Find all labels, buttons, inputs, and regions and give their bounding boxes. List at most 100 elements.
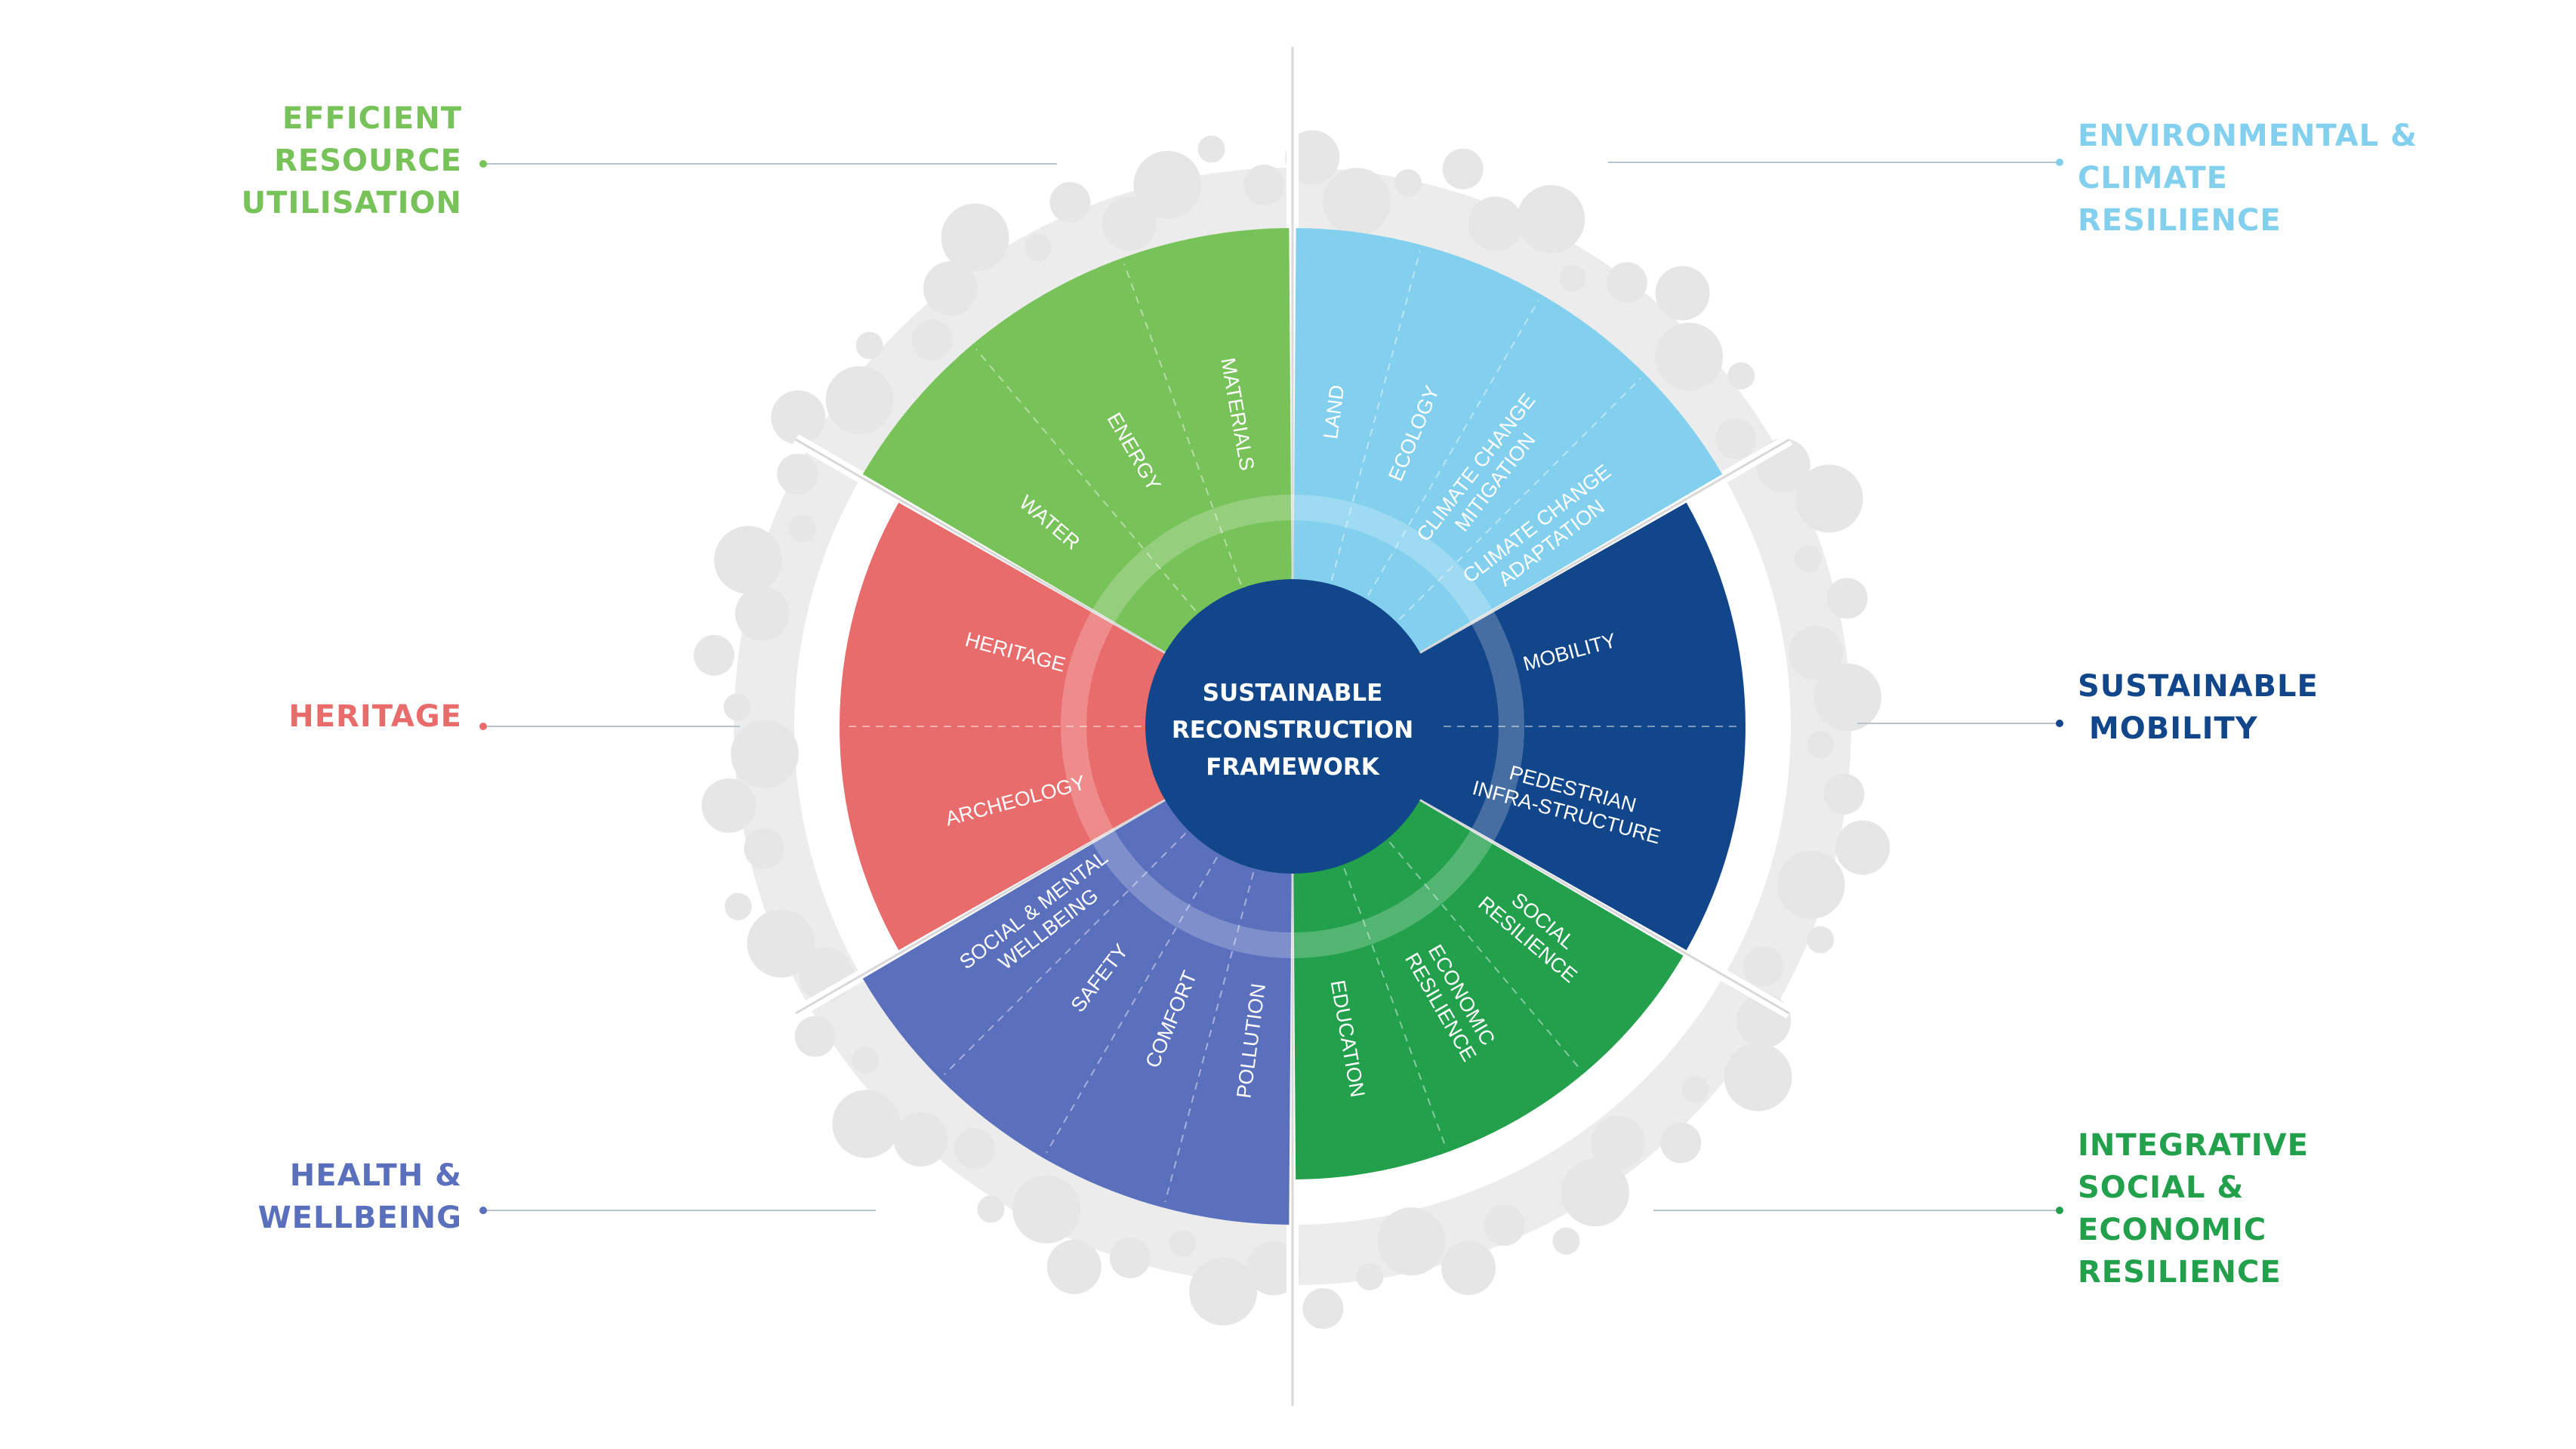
silhouette-icon [1046, 1239, 1102, 1294]
silhouette-icon [893, 1111, 948, 1167]
silhouette-icon [1823, 773, 1865, 815]
silhouette-icon [1377, 1207, 1446, 1276]
sectors [840, 228, 1746, 1225]
silhouette-icon [1590, 1115, 1645, 1170]
sector-mobility [1417, 502, 1746, 951]
silhouette-icon [735, 586, 790, 641]
silhouette-icon [941, 203, 1009, 272]
category-label-health: HEALTH & WELLBEING [258, 1158, 462, 1235]
category-label-line: UTILISATION [242, 186, 462, 220]
sector-efficient [862, 228, 1292, 654]
silhouette-icon [1517, 185, 1585, 254]
silhouette-icon [1561, 1158, 1629, 1227]
inner-ring [1061, 495, 1524, 958]
sector-health [862, 799, 1292, 1225]
silhouette-icon [1356, 1262, 1384, 1290]
category-label-line: MOBILITY [2078, 711, 2258, 746]
silhouette-icon [1807, 926, 1835, 954]
sector-divider-shadow [795, 797, 1169, 1015]
silhouette-icon [1727, 362, 1755, 390]
segment-divider [975, 348, 1197, 612]
silhouette-icon [723, 693, 751, 721]
silhouette-icon [1012, 1175, 1081, 1244]
segment-divider [1046, 856, 1218, 1154]
category-label-line: EFFICIENT [282, 101, 462, 136]
silhouette-icon [747, 909, 815, 978]
sector-divider-shadow [1416, 438, 1790, 656]
category-label-line: HEALTH & [290, 1158, 462, 1193]
silhouette-icon [1660, 1122, 1702, 1164]
category-label-line: CLIMATE [2078, 161, 2228, 196]
silhouette-icon [1109, 1237, 1151, 1278]
silhouette-icon [701, 778, 756, 833]
silhouette-icon [1742, 945, 1784, 987]
silhouette-icon [771, 390, 826, 445]
sector-environment [1293, 228, 1723, 654]
sector-divider-shadow [795, 438, 1169, 656]
silhouette-icon [1169, 1229, 1197, 1257]
silhouette-icon [794, 1016, 836, 1057]
silhouette-icon [1024, 234, 1052, 262]
silhouette-icon [1715, 418, 1757, 459]
silhouette-icon [1813, 663, 1881, 732]
silhouette-icon [1681, 1075, 1709, 1103]
silhouette-icon [1049, 181, 1091, 223]
silhouette-icon [977, 1195, 1005, 1223]
category-label-environment: ENVIRONMENTAL & CLIMATE RESILIENCE [2078, 119, 2417, 238]
silhouette-icon [1558, 264, 1586, 292]
silhouette-icon [1197, 135, 1225, 163]
silhouette-icon [693, 634, 735, 676]
silhouette-icons [693, 130, 1890, 1329]
silhouette-icon [1442, 148, 1484, 190]
segment-divider [1164, 871, 1255, 1203]
silhouette-icon [1655, 266, 1710, 321]
silhouette-icon [923, 261, 978, 316]
silhouette-icon [724, 893, 752, 920]
silhouette-icon [1807, 731, 1835, 759]
center-title-line-1: SUSTAINABLE [1203, 680, 1383, 707]
category-label-line: HERITAGE [288, 699, 462, 734]
silhouette-icon [1285, 130, 1340, 185]
silhouette-icon [1468, 196, 1523, 251]
leader-dot-health [479, 1207, 487, 1214]
silhouette-icon [1794, 545, 1822, 573]
silhouette-icon [1189, 1257, 1258, 1326]
category-label-heritage: HERITAGE [288, 699, 462, 734]
category-label-line: WELLBEING [258, 1201, 462, 1235]
category-label-line: SUSTAINABLE [2078, 669, 2319, 704]
category-label-line: ENVIRONMENTAL & [2078, 119, 2417, 153]
silhouette-icon [777, 453, 818, 495]
silhouette-icon [1302, 1287, 1344, 1329]
category-label-line: RESILIENCE [2078, 1255, 2282, 1290]
silhouette-icon [1323, 168, 1391, 236]
silhouette-icon [1655, 322, 1724, 391]
segment-divider [1367, 299, 1539, 597]
leader-dot-heritage [479, 723, 487, 730]
silhouette-icon [788, 514, 816, 542]
center-title-line-2: RECONSTRUCTION [1172, 717, 1413, 744]
segment-divider [1330, 250, 1421, 581]
silhouette-icon [1606, 262, 1647, 304]
category-label-line: RESILIENCE [2078, 203, 2282, 238]
category-leaders [479, 159, 2063, 1214]
silhouette-icon [911, 319, 953, 361]
silhouette-icon [825, 365, 894, 434]
center-title-line-3: FRAMEWORK [1206, 754, 1379, 781]
silhouette-icon [852, 1047, 880, 1074]
center-circle [1145, 579, 1440, 874]
segment-divider [1343, 868, 1447, 1147]
silhouette-icon [1102, 196, 1157, 251]
leader-dot-environment [2056, 159, 2063, 166]
segment-divider [1123, 263, 1242, 585]
silhouette-icon [1243, 164, 1285, 205]
segment-divider [944, 832, 1187, 1075]
leader-dot-integrative [2056, 1207, 2063, 1214]
category-label-line: ECONOMIC [2078, 1213, 2266, 1247]
sector-dividers [792, 47, 1793, 1406]
silhouette-icon [1441, 1241, 1496, 1296]
category-label-line: INTEGRATIVE [2078, 1128, 2309, 1163]
silhouette-icon [730, 720, 799, 788]
